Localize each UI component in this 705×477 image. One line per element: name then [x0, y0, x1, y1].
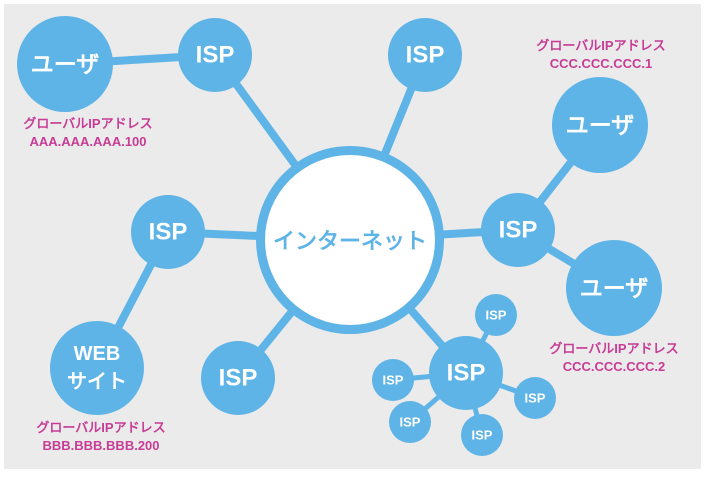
address-title: グローバルIPアドレス: [549, 341, 678, 356]
user-label: ユーザ: [31, 51, 100, 77]
isp-label: ISP: [196, 42, 235, 69]
user-node: ユーザ: [17, 16, 113, 112]
isp-node: ISP: [178, 18, 252, 92]
address-value: AAA.AAA.AAA.100: [29, 134, 146, 149]
website-node: WEB サイト: [50, 321, 144, 415]
address-label: グローバルIPアドレス BBB.BBB.BBB.200: [36, 420, 165, 453]
isp-node: ISP: [131, 195, 205, 269]
address-value: BBB.BBB.BBB.200: [42, 438, 159, 453]
small-isp-node: ISP: [475, 294, 517, 336]
isp-node: ISP: [429, 336, 503, 410]
isp-node: ISP: [481, 193, 555, 267]
address-value: CCC.CCC.CCC.1: [550, 56, 653, 71]
user-node: ユーザ: [566, 240, 662, 336]
isp-label: ISP: [447, 360, 486, 387]
user-label: ユーザ: [566, 112, 635, 138]
isp-label: ISP: [383, 373, 404, 388]
address-title: グローバルIPアドレス: [536, 38, 665, 53]
isp-label: ISP: [525, 391, 546, 406]
address-label: グローバルIPアドレス CCC.CCC.CCC.1: [536, 38, 665, 71]
isp-label: ISP: [400, 415, 421, 430]
small-isp-node: ISP: [514, 377, 556, 419]
address-label: グローバルIPアドレス CCC.CCC.CCC.2: [549, 341, 678, 374]
isp-label: ISP: [472, 428, 493, 443]
small-isp-node: ISP: [461, 414, 503, 456]
user-label: ユーザ: [580, 275, 649, 301]
isp-node: ISP: [388, 18, 462, 92]
address-title: グローバルIPアドレス: [36, 420, 165, 435]
isp-label: ISP: [406, 42, 445, 69]
internet-label: インターネット: [273, 229, 427, 254]
website-label-line1: WEB: [74, 343, 121, 365]
internet-node: インターネット: [256, 146, 444, 334]
small-isp-node: ISP: [389, 401, 431, 443]
isp-node: ISP: [201, 341, 275, 415]
isp-label: ISP: [499, 217, 538, 244]
isp-label: ISP: [219, 365, 258, 392]
isp-label: ISP: [486, 308, 507, 323]
user-node: ユーザ: [552, 77, 648, 173]
address-value: CCC.CCC.CCC.2: [563, 359, 666, 374]
address-title: グローバルIPアドレス: [23, 116, 152, 131]
small-isp-node: ISP: [372, 359, 414, 401]
isp-label: ISP: [149, 219, 188, 246]
website-label-line2: サイト: [67, 371, 127, 393]
address-label: グローバルIPアドレス AAA.AAA.AAA.100: [23, 116, 152, 149]
